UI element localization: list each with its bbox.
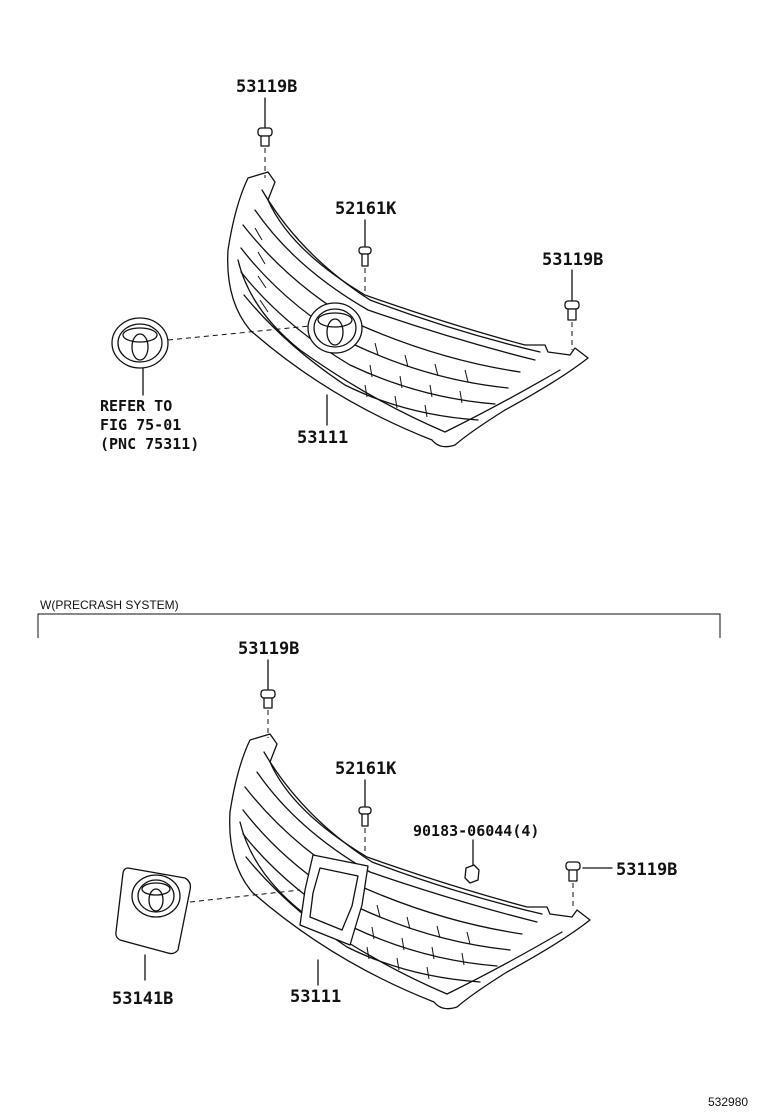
section-title: W(PRECRASH SYSTEM): [40, 598, 179, 612]
label-53119b-top: 53119B: [236, 77, 297, 97]
clip-53119b-top-icon: [257, 97, 273, 178]
clip-52161k-icon: [358, 219, 372, 294]
label-53111-lower: 53111: [290, 987, 341, 1007]
label-53119b-top-lower: 53119B: [238, 639, 299, 659]
grille-53111-lower-icon: [229, 733, 591, 1010]
emblem-refer-icon: [111, 317, 311, 396]
clip-53119b-right-icon: [564, 269, 580, 350]
label-52161k: 52161K: [335, 199, 397, 219]
lower-assembly: 53119B 52161K 90183-06044(4) 53119B 5311…: [112, 639, 677, 1010]
emblem-53141b-icon: [115, 867, 301, 981]
grille-53111-icon: [227, 171, 589, 448]
refer-line-1: REFER TO: [100, 397, 172, 415]
upper-assembly: 53119B 52161K 53119B 53111 REFER TO FIG …: [100, 77, 603, 453]
label-53119b-right: 53119B: [542, 250, 603, 270]
clip-52161k-lower-icon: [358, 779, 372, 854]
label-52161k-lower: 52161K: [335, 759, 397, 779]
clip-53119b-top-lower-icon: [260, 659, 276, 738]
label-53111: 53111: [297, 428, 348, 448]
label-53119b-right-lower: 53119B: [616, 860, 677, 880]
nut-90183-icon: [464, 839, 480, 884]
label-53141b: 53141B: [112, 989, 173, 1009]
refer-line-3: (PNC 75311): [100, 435, 199, 453]
clip-53119b-right-lower-icon: [565, 861, 613, 910]
figure-number: 532980: [708, 1095, 748, 1109]
label-90183-06044: 90183-06044(4): [413, 822, 539, 840]
section-bracket: W(PRECRASH SYSTEM): [37, 598, 721, 638]
refer-line-2: FIG 75-01: [100, 416, 181, 434]
